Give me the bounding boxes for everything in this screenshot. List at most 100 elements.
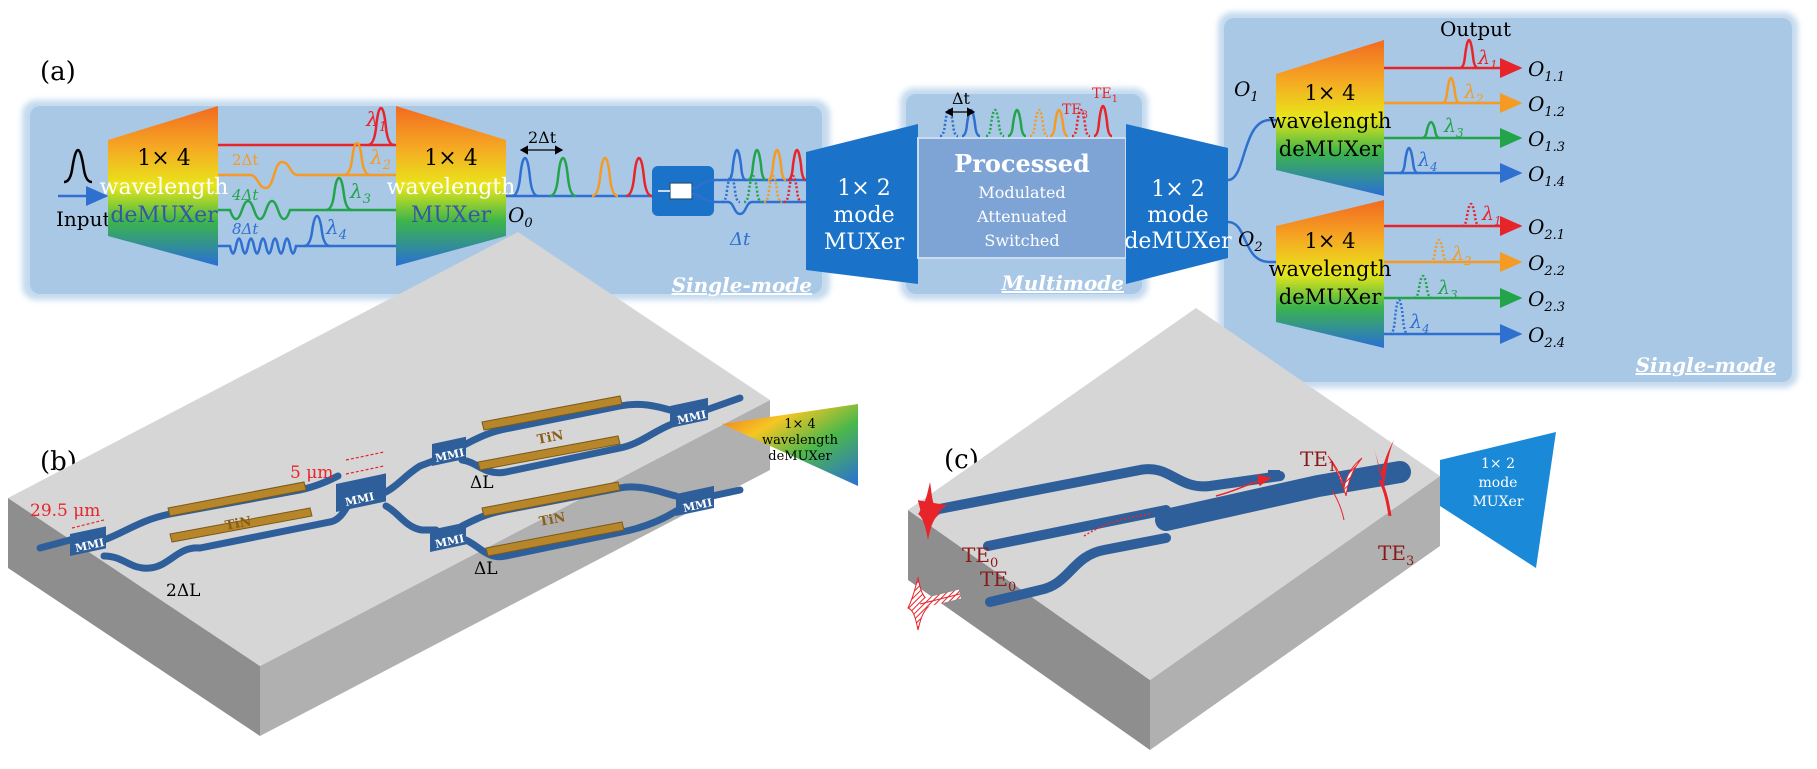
mode-mux-line3: MUXer [824,230,905,255]
splitter-out-top [691,178,806,190]
branch-o2 [1227,220,1276,264]
tin-heaters [167,395,625,557]
dim-5-label: 5 μm [290,463,333,483]
mode-demux [1126,124,1228,284]
dt-small-label: Δt [729,229,751,250]
wedge-c-line2: mode [1479,475,1518,491]
dim-29-line [71,519,105,529]
processed-line3: Switched [984,231,1059,250]
waveguides-c [929,461,1411,607]
wavelength-demux-wedge-b [722,404,858,486]
demux-in-line2: wavelength [100,175,229,200]
svg-text:λ1: λ1 [1477,47,1498,72]
delay-label-2dt: 2Δt [232,151,258,169]
multimode-pulses [939,104,1113,138]
te0-bottom-icon [907,576,962,631]
demux-in-line1: 1× 4 [137,146,190,171]
label-dl-2: ΔL [474,559,498,579]
processed-title: Processed [954,149,1090,178]
te3-label: TE3 [1378,541,1414,569]
chip-b [8,232,770,736]
mmi-label-3: MMI [434,446,466,465]
svg-text:λ4: λ4 [1417,149,1438,174]
svg-text:λ3: λ3 [1443,115,1464,140]
splitter-out-bottom [691,192,806,216]
mmi-label-5: MMI [676,408,708,427]
region-label-multimode: Multimode [1001,271,1124,295]
wavelength-demux-input [108,106,218,266]
input-label: Input [56,207,111,231]
te0-top-icon [917,482,947,540]
o0-pulse-green [549,156,577,198]
o2-label: O2 [1238,227,1263,255]
pulse-spacing-label: 2Δt [528,128,557,147]
output-label: Output [1440,17,1511,41]
te3-multi-label: TE3 [1062,102,1088,121]
te1-multi-label: TE1 [1092,86,1118,105]
wavelength-demux-output-1 [1276,40,1384,196]
o0-pulse-red [625,156,653,198]
mode-mux-line1: 1× 2 [837,176,890,201]
processed-line2: Attenuated [976,207,1067,226]
svg-text:O2.2: O2.2 [1528,251,1565,279]
pulse-lambda4 [303,214,331,248]
mode-mux [806,124,918,284]
svg-text:λ3: λ3 [1437,277,1458,302]
o0-label: O0 [508,203,533,231]
wedge-b-line3: deMUXer [768,449,832,464]
delay-lines [218,143,396,255]
delay-label-8dt: 8Δt [232,220,259,238]
mmi-label-2: MMI [344,490,376,509]
svg-text:O2.3: O2.3 [1528,287,1565,315]
svg-text:O2.4: O2.4 [1528,323,1565,351]
o0-pulse-orange [591,156,619,198]
demux-out2-line2: wavelength [1269,257,1392,281]
mmi-label-6: MMI [682,496,714,515]
te0-bottom-label: TE0 [980,567,1016,595]
demux-out1-line1: 1× 4 [1305,81,1356,105]
mux-in-line1: 1× 4 [424,146,477,171]
mmi-blocks [70,397,714,556]
lambda1-label: λ1 [365,107,387,135]
wavelength-demux-output-2 [1276,200,1384,348]
branch-o1 [1227,118,1276,182]
demux-out1-line3: deMUXer [1279,137,1382,161]
pulse-lambda2 [343,141,371,177]
mode-mux-line2: mode [833,203,894,228]
wavelength-mux [396,106,506,266]
label-2dl: 2ΔL [166,581,200,601]
processed-box [917,137,1127,259]
tin-label-1: TiN [224,514,253,534]
dt-multi-label: Δt [952,89,971,108]
o0-pulse-blue [511,156,539,198]
region-label-single-mode-left: Single-mode [672,273,812,297]
mux-in-line3: MUXer [411,203,492,228]
wedge-b-line2: wavelength [762,433,839,448]
output-labels: O1.1 O1.2 O1.3 O1.4 O2.1 O2.2 O2.3 O2.4 [1528,57,1565,351]
wedge-c-line3: MUXer [1472,494,1523,510]
o1-label: O1 [1234,77,1259,105]
demux-out2-line1: 1× 4 [1305,229,1356,253]
mmi-label-4: MMI [434,532,466,551]
panel-label-a: (a) [40,57,76,87]
mode-mux-wedge-c [1440,432,1556,568]
dim-29-label: 29.5 μm [30,501,100,521]
pulse-lambda3 [325,176,353,212]
svg-text:λ2: λ2 [1463,81,1484,106]
te1-label: TE1 [1300,447,1336,475]
lambda2-label: λ2 [369,145,391,173]
svg-text:O1.3: O1.3 [1528,127,1565,155]
signal-te3-path [1083,513,1151,537]
region-label-single-mode-right: Single-mode [1636,353,1776,377]
input-pulse [63,148,93,184]
te0-top-label: TE0 [962,543,998,571]
wedge-c-line1: 1× 2 [1481,456,1515,472]
delay-label-4dt: 4Δt [231,186,259,204]
svg-text:λ2: λ2 [1451,243,1472,268]
wedge-b-line1: 1× 4 [784,417,816,432]
demux-in-line3: deMUXer [110,203,218,228]
te1-icon [1327,455,1363,521]
lambda4-label: λ4 [325,215,347,243]
mode-demux-line1: 1× 2 [1151,177,1204,202]
